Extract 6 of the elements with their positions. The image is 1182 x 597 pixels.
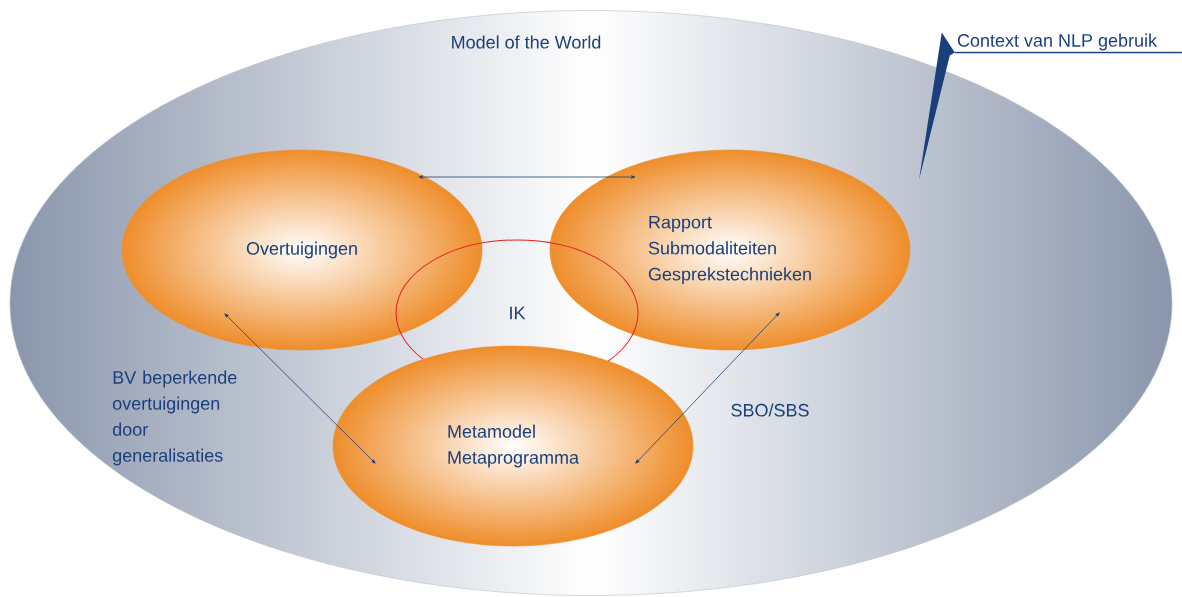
double-arrow xyxy=(224,313,376,464)
side-note: BV beperkende overtuigingen door generalisaties xyxy=(112,370,237,466)
double-arrow xyxy=(418,175,636,179)
double-arrow xyxy=(635,312,780,464)
callout-pointer xyxy=(919,32,955,180)
side-note: SBO/SBS xyxy=(731,403,809,417)
